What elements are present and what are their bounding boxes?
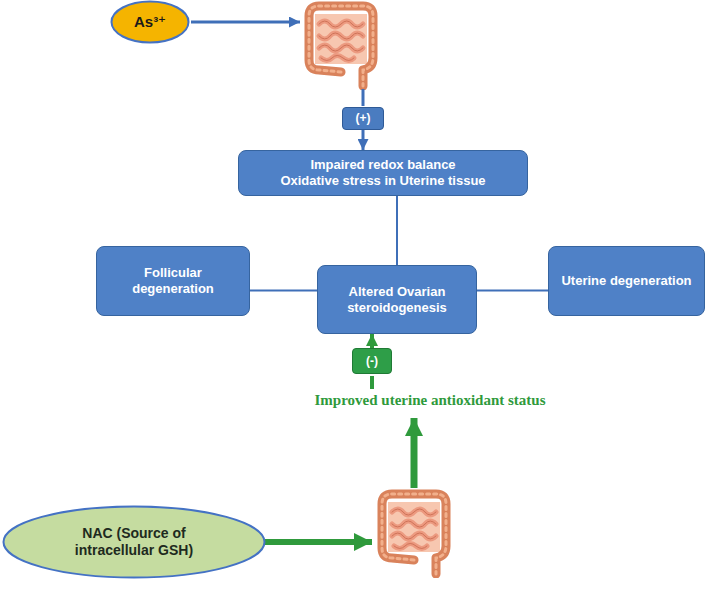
sign-box: (+) xyxy=(342,107,384,130)
intake-arrow xyxy=(191,21,300,24)
effect-arrow xyxy=(370,334,374,348)
process-box: Uterine degeneration xyxy=(548,246,705,316)
node-text: Impaired redox balance xyxy=(310,157,455,173)
intestine-illustration xyxy=(309,6,373,86)
effect-line xyxy=(362,89,365,106)
link-line xyxy=(250,290,317,292)
effect-arrow xyxy=(411,418,418,488)
node-text: Oxidative stress in Uterine tissue xyxy=(280,173,485,189)
effect-arrow xyxy=(362,130,365,150)
node-text: As³⁺ xyxy=(134,13,166,31)
process-box: Follicular degeneration xyxy=(96,246,250,316)
effect-line xyxy=(370,376,374,389)
ellipse-shape xyxy=(112,2,189,43)
node-text: Follicular degeneration xyxy=(107,265,239,296)
link-line xyxy=(477,290,548,292)
effect-label: Improved uterine antioxidant status xyxy=(312,392,549,409)
node-text: Uterine degeneration xyxy=(561,273,691,289)
agent-ellipse: As³⁺ xyxy=(110,0,190,44)
intestine-illustration xyxy=(382,494,446,574)
node-text: (-) xyxy=(366,354,378,368)
sign-box: (-) xyxy=(352,348,392,374)
process-box: Altered Ovarian steroidogenesis xyxy=(317,265,477,334)
ellipse-shape xyxy=(4,507,265,578)
node-text: (+) xyxy=(356,111,371,125)
intake-arrow xyxy=(263,539,372,545)
agent-ellipse: NAC (Source of intracellular GSH) xyxy=(2,505,266,579)
node-text: Altered Ovarian steroidogenesis xyxy=(328,284,466,315)
process-box: Impaired redox balanceOxidative stress i… xyxy=(238,150,528,196)
node-text: NAC (Source of intracellular GSH) xyxy=(42,525,226,559)
link-line xyxy=(396,196,398,265)
